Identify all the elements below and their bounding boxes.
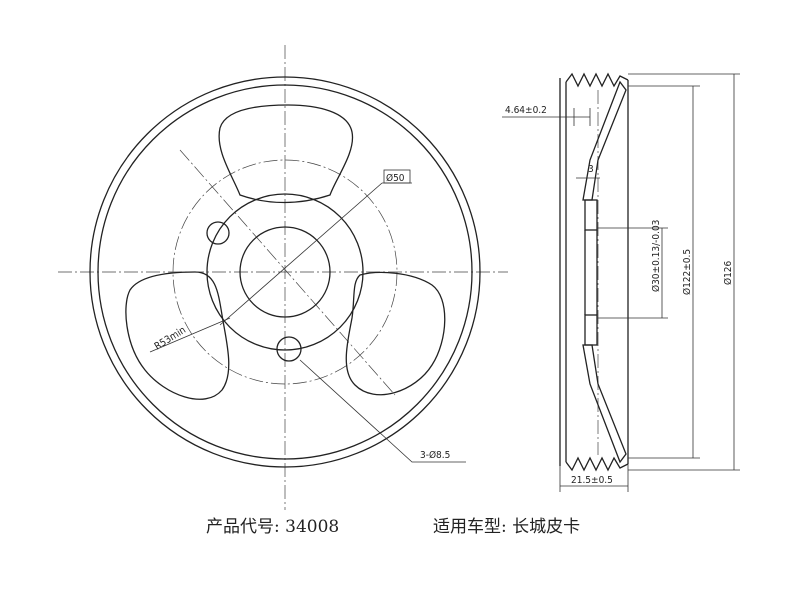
holes-label: 3-Ø8.5: [420, 449, 450, 461]
hole-pitch-circle: [172, 159, 398, 385]
d50-dimension-line: [219, 182, 383, 326]
r53-dimension-line: [149, 317, 231, 353]
hub-circle: [206, 193, 364, 351]
window-right: [345, 271, 446, 396]
inner-rim-circle: [97, 84, 473, 460]
top-grooves: [565, 72, 629, 88]
web-section-bottom: [582, 344, 627, 464]
side-view: 4.64±0.2 3 Ø30±0.13/-0.03 Ø122±0.5 Ø126 …: [502, 72, 740, 492]
product-code-caption: 产品代号: 34008: [206, 517, 340, 537]
window-left: [125, 271, 230, 400]
offset-label: 4.64±0.2: [505, 105, 547, 116]
hub-section-bottom: [584, 314, 598, 346]
d122-label: Ø122±0.5: [681, 249, 693, 295]
hub-section-top: [584, 199, 598, 231]
d126-label: Ø126: [722, 260, 734, 285]
d50-label: Ø50: [386, 172, 405, 184]
d50-frame: [383, 169, 411, 184]
diagonal-center-line: [179, 149, 396, 396]
depth-label: 3: [588, 164, 594, 175]
bore-circle: [239, 226, 331, 318]
holes-leader: [299, 359, 466, 463]
mounting-hole-1: [206, 221, 230, 245]
window-top: [218, 104, 354, 204]
vehicle-caption: 适用车型: 长城皮卡: [433, 517, 581, 537]
front-view: Ø50 R53min 3-Ø8.5: [58, 45, 508, 510]
web-section-top: [582, 80, 627, 201]
mounting-hole-2: [276, 336, 302, 362]
bore-label: Ø30±0.13/-0.03: [650, 220, 662, 292]
outer-rim-circle: [89, 76, 481, 468]
bottom-grooves: [565, 456, 629, 472]
r53-label: R53min: [153, 325, 188, 353]
width-label: 21.5±0.5: [571, 475, 613, 486]
